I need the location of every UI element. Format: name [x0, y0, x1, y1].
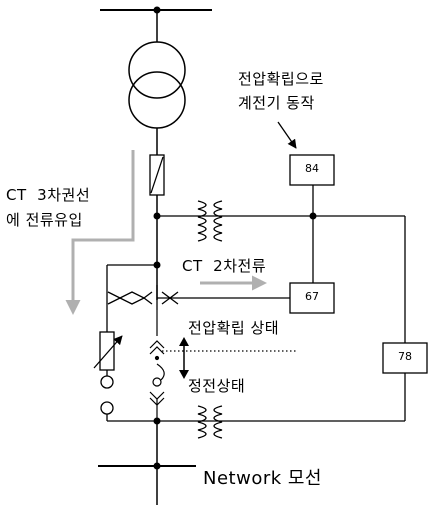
lower-pt-coil — [197, 405, 223, 439]
breaker-contacts — [149, 310, 165, 421]
terminal-b — [100, 401, 114, 415]
ct3-note-line1: CT 3차권선 — [6, 186, 91, 204]
relay-67-box — [289, 282, 335, 314]
variable-resistor-arrow — [93, 335, 123, 369]
ct-winding — [107, 285, 179, 310]
power-transformer — [128, 41, 186, 129]
relay-84-label: 84 — [305, 162, 319, 175]
terminal-a — [100, 375, 114, 389]
network-bus-label: Network 모선 — [203, 468, 322, 489]
voltage-state-note: 전압확립 상태 — [188, 319, 280, 337]
relay-78-label: 78 — [398, 350, 412, 363]
relay-67-label: 67 — [305, 290, 319, 303]
upper-pt-coil — [197, 200, 223, 242]
ct3-note-line2: 에 전류유입 — [6, 211, 83, 229]
relay-84-box — [289, 154, 335, 186]
outage-state-note: 정전상태 — [188, 377, 246, 395]
contact-motion-arrow — [179, 337, 189, 379]
ct2-note: CT 2차전류 — [182, 257, 267, 275]
ct3-current-arrow — [65, 150, 135, 315]
relay-84-note-line2: 계전기 동작 — [238, 94, 315, 112]
variable-resistor — [99, 331, 115, 371]
relay-84-arrow — [277, 121, 297, 149]
fuse — [149, 154, 165, 196]
relay-84-note-line1: 전압확립으로 — [238, 70, 324, 88]
